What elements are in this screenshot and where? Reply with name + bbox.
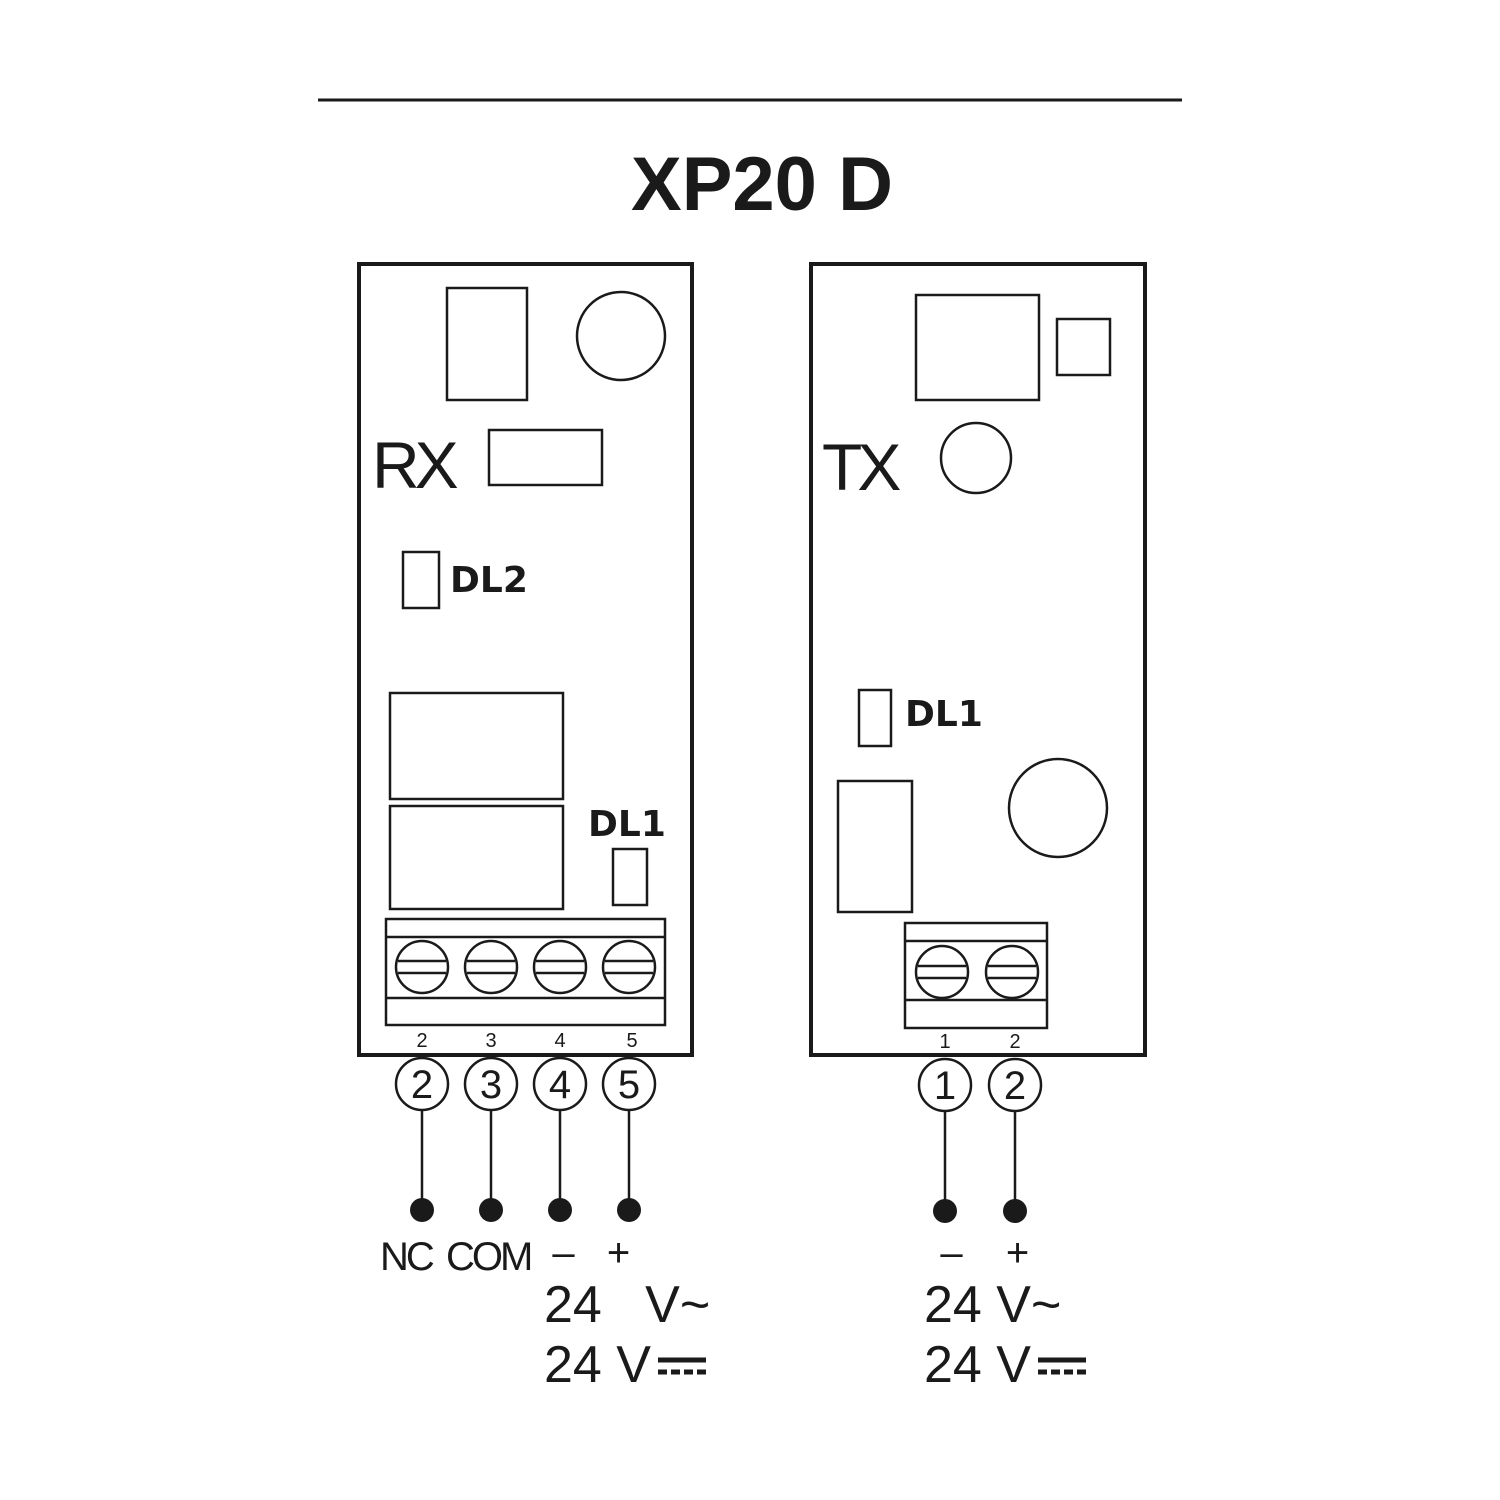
tx-component-circle-mid	[939, 421, 1013, 495]
tx-screw-1	[914, 944, 970, 1000]
tx-board-outline	[809, 262, 1147, 1057]
tx-terminal-block-outline	[903, 921, 1049, 1030]
tx-connections: 1 2 – + 24 V~ 24 V	[917, 1057, 1086, 1394]
rx-screw-1	[394, 939, 450, 995]
rx-component-rect-wide	[487, 428, 604, 487]
rx-led-dl1-label: DL1	[588, 804, 666, 845]
rx-terminal-circle-label: 4	[549, 1063, 571, 1107]
rx-terminal-circle-label: 2	[411, 1063, 433, 1107]
rx-component-rect-top	[445, 286, 529, 402]
rx-wire-dot	[617, 1198, 641, 1222]
tx-wire-label-plus: +	[1006, 1231, 1028, 1275]
rx-screw-4	[601, 939, 657, 995]
rx-terminal-number: 5	[626, 1030, 637, 1052]
rx-wire-dot	[410, 1198, 434, 1222]
rx-terminal-number: 3	[485, 1030, 496, 1052]
tx-connection-1: 1	[917, 1057, 973, 1223]
rx-led-dl2	[401, 550, 441, 610]
rx-terminal-circle-label: 3	[480, 1063, 502, 1107]
diagram-title: XP20 D	[631, 142, 893, 227]
rx-board: RX DL2 DL1 2 3 4 5	[357, 262, 694, 1057]
tx-wire-dot	[1003, 1199, 1027, 1223]
tx-voltage-dc: 24 V	[924, 1336, 1031, 1394]
rx-wire-dot	[479, 1198, 503, 1222]
tx-terminal-block	[903, 921, 1049, 1030]
rx-led-dl1	[611, 847, 649, 907]
rx-wire-dot	[548, 1198, 572, 1222]
rx-label: RX	[372, 428, 458, 502]
rx-screw-3	[532, 939, 588, 995]
tx-connection-2: 2	[987, 1057, 1043, 1223]
rx-component-circle-top	[575, 290, 667, 382]
rx-connection-2: 2	[394, 1056, 450, 1222]
tx-dc-symbol-icon	[1038, 1357, 1086, 1375]
tx-led-dl1	[857, 688, 893, 748]
rx-led-dl2-label: DL2	[450, 560, 528, 601]
tx-component-rect-low	[836, 779, 914, 914]
rx-connection-3: 3	[463, 1056, 519, 1222]
tx-wire-label-minus: –	[940, 1231, 963, 1275]
tx-terminal-circle-label: 1	[934, 1064, 956, 1108]
tx-wire-dot	[933, 1199, 957, 1223]
rx-terminal-number: 4	[554, 1030, 565, 1052]
tx-voltage-ac: 24 V~	[924, 1276, 1061, 1334]
rx-board-outline	[357, 262, 694, 1057]
rx-voltage-ac: 24 V~	[544, 1276, 710, 1334]
tx-component-circle-low	[1007, 757, 1109, 859]
rx-connection-5: 5	[601, 1056, 657, 1222]
rx-relay-top	[388, 691, 565, 801]
rx-terminal-block-outline	[384, 917, 667, 1027]
tx-board: TX DL1 1 2	[809, 262, 1147, 1057]
tx-label: TX	[822, 430, 900, 504]
rx-relay-bottom	[388, 804, 565, 911]
tx-component-rect-top	[914, 293, 1041, 402]
tx-screw-2	[984, 944, 1040, 1000]
rx-dc-symbol-icon	[658, 1357, 706, 1375]
rx-wire-label-nc: NC	[380, 1235, 434, 1279]
rx-terminal-number: 2	[416, 1030, 427, 1052]
rx-connections: 2 3 4 5 NC COM – + 24 V~ 24 V	[380, 1056, 710, 1394]
rx-wire-label-com: COM	[446, 1235, 531, 1279]
rx-wire-label-plus: +	[607, 1231, 629, 1275]
rx-voltage-dc: 24 V	[544, 1336, 651, 1394]
tx-terminal-number: 1	[939, 1031, 950, 1053]
rx-terminal-circle-label: 5	[618, 1063, 640, 1107]
tx-terminal-number: 2	[1009, 1031, 1020, 1053]
tx-component-square-top	[1055, 317, 1112, 377]
rx-screw-2	[463, 939, 519, 995]
rx-terminal-block	[384, 917, 667, 1027]
tx-led-dl1-label: DL1	[905, 694, 983, 735]
rx-connection-4: 4	[532, 1056, 588, 1222]
tx-terminal-circle-label: 2	[1004, 1064, 1026, 1108]
rx-wire-label-minus: –	[552, 1231, 575, 1275]
